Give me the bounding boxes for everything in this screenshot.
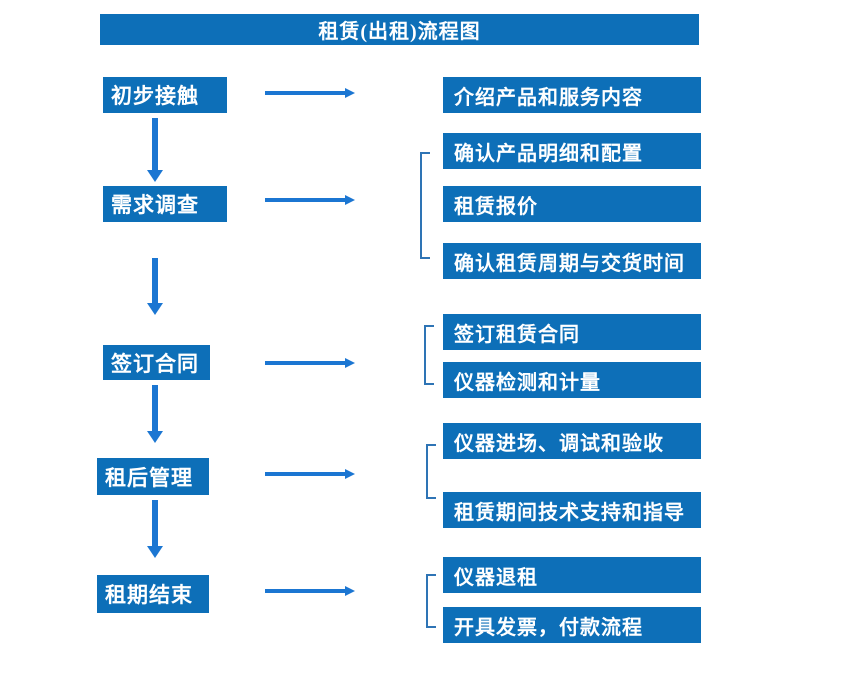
- detail-introduce-products-services: 介绍产品和服务内容: [443, 77, 701, 113]
- bracket-group-rental-end: [426, 574, 436, 628]
- diagram-title: 租赁(出租)流程图: [100, 14, 699, 45]
- arrow-right-icon: [265, 358, 355, 368]
- bracket-group-needs-survey: [420, 152, 430, 259]
- detail-rental-quote: 租赁报价: [443, 186, 701, 222]
- step-initial-contact: 初步接触: [103, 77, 227, 113]
- arrow-down-icon: [147, 385, 163, 443]
- detail-sign-rental-contract: 签订租赁合同: [443, 314, 701, 350]
- detail-confirm-period-delivery: 确认租赁周期与交货时间: [443, 243, 701, 279]
- step-rental-end: 租期结束: [97, 575, 209, 613]
- detail-confirm-product-config: 确认产品明细和配置: [443, 133, 701, 169]
- bracket-group-post-rental: [426, 444, 436, 499]
- arrow-right-icon: [265, 195, 355, 205]
- arrow-down-icon: [147, 118, 163, 182]
- detail-invoice-payment: 开具发票，付款流程: [443, 607, 701, 643]
- step-post-rental-management: 租后管理: [97, 458, 209, 495]
- bracket-group-sign-contract: [424, 325, 434, 385]
- detail-instrument-testing: 仪器检测和计量: [443, 362, 701, 398]
- detail-instrument-return: 仪器退租: [443, 557, 701, 593]
- arrow-right-icon: [265, 88, 355, 98]
- detail-instrument-setup-acceptance: 仪器进场、调试和验收: [443, 423, 701, 459]
- step-sign-contract: 签订合同: [103, 345, 210, 380]
- arrow-right-icon: [265, 586, 355, 596]
- detail-tech-support-during-rental: 租赁期间技术支持和指导: [443, 492, 701, 528]
- arrow-down-icon: [147, 500, 163, 558]
- arrow-right-icon: [265, 469, 355, 479]
- arrow-down-icon: [147, 258, 163, 315]
- step-needs-survey: 需求调查: [103, 186, 227, 222]
